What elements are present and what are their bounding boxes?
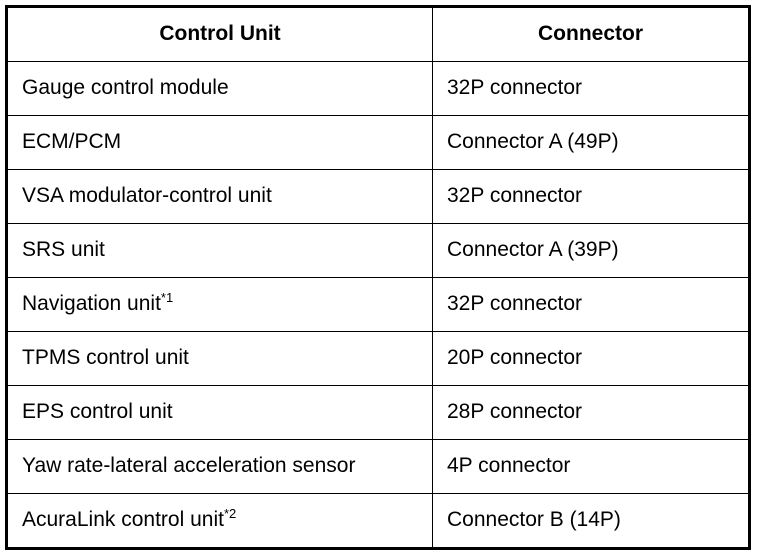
- table-row: ECM/PCM Connector A (49P): [6, 115, 750, 170]
- table-row: Yaw rate-lateral acceleration sensor 4P c…: [6, 439, 750, 494]
- cell-control-unit: SRS unit: [6, 223, 433, 278]
- cell-connector: 32P connector: [432, 169, 750, 224]
- connector-label: Connector A (39P): [447, 238, 619, 262]
- connector-label: Connector B (14P): [447, 508, 621, 532]
- connector-label: 20P connector: [447, 346, 583, 370]
- cell-control-unit: Yaw rate-lateral acceleration sensor: [6, 439, 433, 494]
- control-unit-label: AcuraLink control unit: [22, 508, 224, 532]
- control-unit-label: TPMS control unit: [22, 346, 189, 370]
- footnote-marker: *2: [223, 506, 237, 522]
- cell-control-unit: TPMS control unit: [6, 331, 433, 386]
- control-unit-label: Yaw rate-lateral acceleration sensor: [22, 454, 356, 478]
- cell-control-unit: Gauge control module: [6, 61, 433, 116]
- cell-connector: 4P connector: [432, 439, 750, 494]
- cell-control-unit: EPS control unit: [6, 385, 433, 440]
- cell-connector: 28P connector: [432, 385, 750, 440]
- cell-control-unit: VSA modulator-control unit: [6, 169, 433, 224]
- control-unit-label: VSA modulator-control unit: [22, 184, 272, 208]
- column-header-connector: Connector: [432, 6, 750, 62]
- table-row: SRS unit Connector A (39P): [6, 223, 750, 278]
- control-unit-label: SRS unit: [22, 238, 105, 262]
- control-unit-connector-table: Control Unit Connector Gauge control mod…: [5, 5, 751, 550]
- connector-label: 32P connector: [447, 184, 583, 208]
- table-row: VSA modulator-control unit 32P connector: [6, 169, 750, 224]
- table-row: Gauge control module 32P connector: [6, 61, 750, 116]
- control-unit-label: EPS control unit: [22, 400, 173, 424]
- table-header: Control Unit Connector: [6, 6, 750, 62]
- table-row: EPS control unit 28P connector: [6, 385, 750, 440]
- footnote-marker: *1: [160, 290, 174, 306]
- column-header-control-unit: Control Unit: [6, 6, 433, 62]
- cell-control-unit: AcuraLink control unit*2: [6, 493, 433, 549]
- table-row: Navigation unit*1 32P connector: [6, 277, 750, 332]
- control-unit-label: Navigation unit: [22, 292, 161, 316]
- control-unit-label: ECM/PCM: [22, 130, 122, 154]
- table-row: TPMS control unit 20P connector: [6, 331, 750, 386]
- cell-connector: 32P connector: [432, 277, 750, 332]
- cell-connector: Connector B (14P): [432, 493, 750, 549]
- control-unit-label: Gauge control module: [22, 76, 229, 100]
- connector-label: 32P connector: [447, 292, 583, 316]
- table-row: AcuraLink control unit*2 Connector B (14P…: [6, 493, 750, 549]
- connector-label: 4P connector: [447, 454, 571, 478]
- cell-control-unit: Navigation unit*1: [6, 277, 433, 332]
- cell-connector: 32P connector: [432, 61, 750, 116]
- table-header-row: Control Unit Connector: [6, 6, 750, 62]
- connector-label: Connector A (49P): [447, 130, 619, 154]
- connector-label: 32P connector: [447, 76, 583, 100]
- table-container: Control Unit Connector Gauge control mod…: [5, 5, 751, 550]
- cell-connector: Connector A (39P): [432, 223, 750, 278]
- cell-connector: Connector A (49P): [432, 115, 750, 170]
- cell-control-unit: ECM/PCM: [6, 115, 433, 170]
- connector-label: 28P connector: [447, 400, 583, 424]
- cell-connector: 20P connector: [432, 331, 750, 386]
